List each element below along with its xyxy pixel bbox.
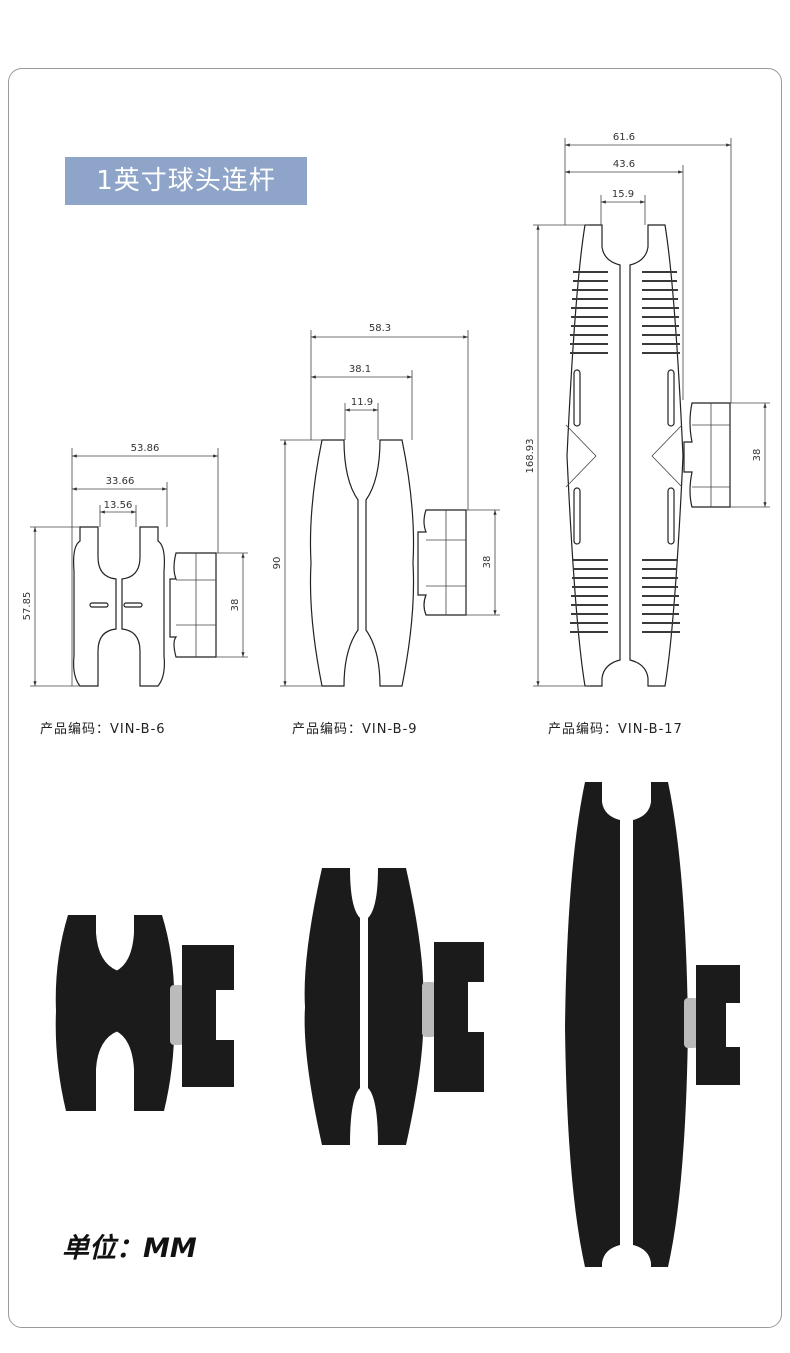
photo-vin-b-6 [55,915,234,1111]
dim-gap: 13.56 [104,500,133,511]
product-code-vin-b-9: 产品编码：VIN-B-9 [292,722,418,737]
dim-height: 168.93 [525,439,536,474]
dim-body-width: 43.6 [613,159,635,170]
photo-vin-b-9 [304,868,484,1145]
content-frame [8,68,782,1328]
drawing-vin-b-9: 58.3 38.1 11.9 90 38 [272,323,500,687]
product-code-vin-b-6: 产品编码：VIN-B-6 [40,722,166,737]
dim-knob: 38 [482,556,493,569]
product-code-vin-b-17: 产品编码：VIN-B-17 [548,722,683,737]
dim-knob: 38 [752,449,763,462]
dim-total-width: 58.3 [369,323,391,334]
dim-height: 57.85 [22,592,33,621]
page-title: 1英寸球头连杆 [65,157,307,205]
dim-height: 90 [272,557,283,570]
dim-body-width: 33.66 [106,476,135,487]
dim-knob: 38 [230,599,241,612]
drawing-vin-b-6: 53.86 33.66 13.56 57.85 38 [22,443,248,687]
dim-gap: 15.9 [612,189,634,200]
dim-body-width: 38.1 [349,364,371,375]
dim-gap: 11.9 [351,397,373,408]
photo-vin-b-17 [565,782,740,1267]
dim-total-width: 61.6 [613,132,635,143]
unit-label: 单位：MM [62,1233,197,1264]
dim-total-width: 53.86 [131,443,160,454]
drawing-vin-b-17: 61.6 43.6 15.9 168.93 38 [525,132,770,687]
